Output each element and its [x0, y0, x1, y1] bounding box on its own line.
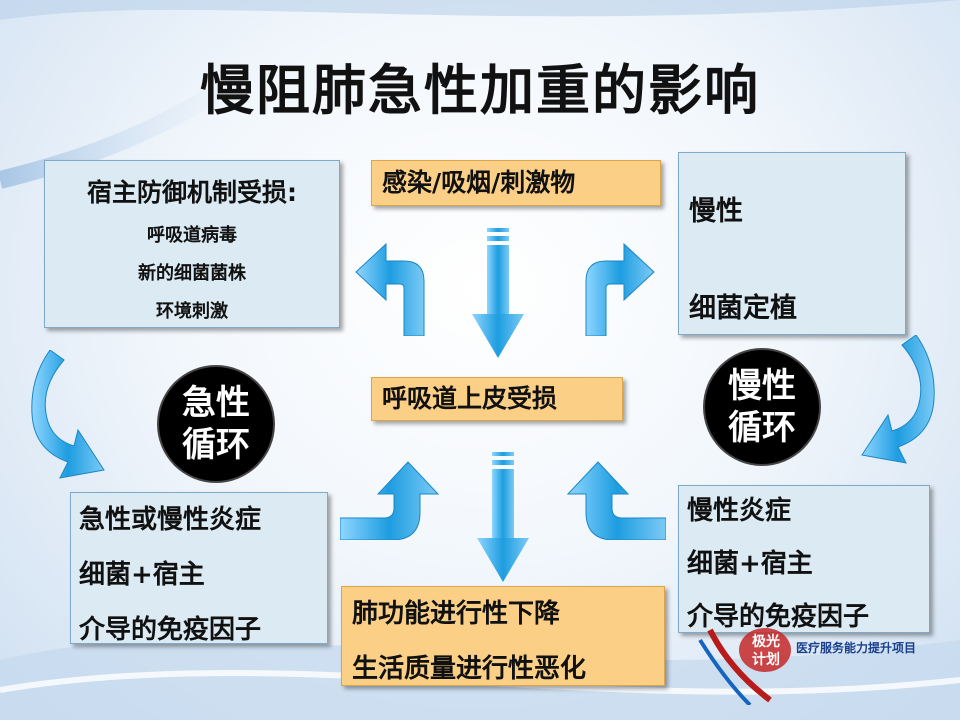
- outcome-box: 肺功能进行性下降 生活质量进行性恶化: [341, 586, 665, 686]
- outcome-line: 肺功能进行性下降: [352, 599, 561, 629]
- acute-cycle-badge: 急性 循环: [159, 367, 273, 481]
- curved-arrow-down-right-icon: [861, 335, 935, 464]
- outcome-line: 生活质量进行性恶化: [352, 654, 587, 684]
- host-defense-item: 环境刺激: [156, 301, 228, 322]
- chronic-cycle-badge: 慢性 循环: [705, 350, 819, 464]
- host-defense-heading: 宿主防御机制受损:: [87, 178, 297, 207]
- chronic-cycle-line1: 慢性: [728, 366, 796, 406]
- down-arrow-icon: [472, 228, 524, 358]
- colonization-line2: 细菌定植: [689, 293, 797, 324]
- host-defense-item: 新的细菌菌株: [138, 263, 246, 284]
- logo-org: 医疗服务能力提升项目: [796, 640, 916, 655]
- acute-cycle-line1: 急性: [182, 383, 250, 423]
- acute-inflammation-box: 急性或慢性炎症 细菌+宿主 介导的免疫因子: [70, 492, 328, 645]
- chronic-inflammation-line: 细菌+宿主: [687, 549, 813, 579]
- curved-arrow-down-left-icon: [31, 350, 105, 479]
- project-logo: 极光 计划 医疗服务能力提升项目: [698, 628, 916, 705]
- acute-inflammation-line: 细菌+宿主: [79, 560, 205, 590]
- epithelium-damage-text: 呼吸道上皮受损: [382, 384, 558, 413]
- page-title: 慢阻肺急性加重的影响: [200, 59, 760, 122]
- host-defense-item: 呼吸道病毒: [147, 225, 237, 246]
- curved-arrow-up-left-icon: [355, 242, 425, 336]
- acute-inflammation-line: 介导的免疫因子: [79, 615, 262, 645]
- logo-line1: 极光: [752, 633, 780, 650]
- chronic-cycle-line2: 循环: [728, 408, 796, 448]
- epithelium-damage-box: 呼吸道上皮受损: [371, 377, 623, 421]
- trigger-box: 感染/吸烟/刺激物: [371, 160, 661, 206]
- down-arrow-icon: [477, 452, 529, 582]
- trigger-text: 感染/吸烟/刺激物: [382, 168, 576, 197]
- chronic-inflammation-line: 介导的免疫因子: [687, 602, 870, 632]
- colonization-line1: 慢性: [689, 196, 743, 227]
- colonization-box: 慢性 细菌定植: [678, 152, 906, 335]
- curved-arrow-up-right-icon: [585, 242, 655, 336]
- chronic-inflammation-line: 慢性炎症: [687, 496, 792, 526]
- curved-arrow-up-icon: [566, 461, 666, 540]
- host-defense-box: 宿主防御机制受损: 呼吸道病毒 新的细菌菌株 环境刺激: [44, 160, 340, 328]
- chronic-inflammation-box: 慢性炎症 细菌+宿主 介导的免疫因子: [678, 485, 930, 633]
- acute-cycle-line2: 循环: [182, 425, 250, 465]
- curved-arrow-up-icon: [340, 461, 440, 540]
- acute-inflammation-line: 急性或慢性炎症: [79, 505, 262, 535]
- logo-line2: 计划: [752, 651, 780, 668]
